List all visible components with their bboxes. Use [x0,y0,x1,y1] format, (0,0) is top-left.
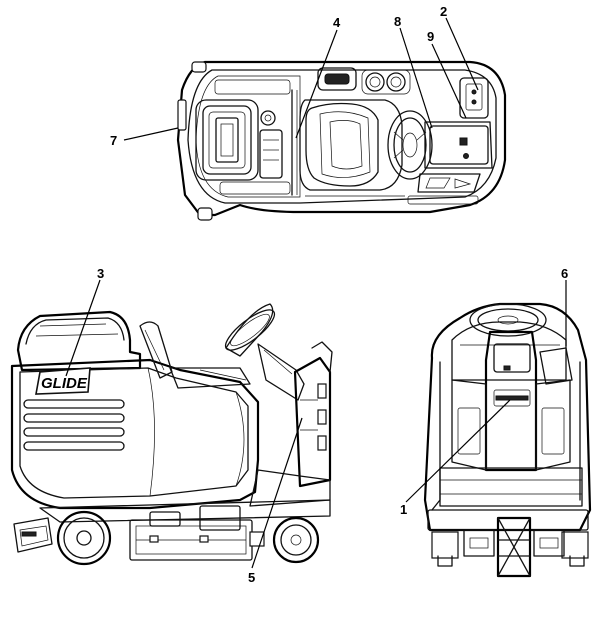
leader-5 [251,417,303,569]
leader-7 [123,127,179,141]
side-view: GLIDE [10,303,333,566]
callout-7: 7 [110,133,117,148]
logo-text: GLIDE [41,375,88,392]
leader-3 [65,279,101,377]
callout-labels: 7 4 8 9 2 3 6 1 5 [97,4,568,585]
callout-6: 6 [561,266,568,281]
callout-4: 4 [333,15,341,30]
front-view [423,302,592,578]
callout-1: 1 [400,502,407,517]
leader-4 [295,29,338,139]
callout-5: 5 [248,570,255,585]
leader-9 [431,43,467,119]
top-view [176,60,507,221]
callout-3: 3 [97,266,104,281]
leader-8 [399,27,433,129]
leader-2 [445,17,479,91]
callout-8: 8 [394,14,401,29]
callout-9: 9 [427,29,434,44]
glide-logo: GLIDE [35,367,91,395]
leader-lines [65,17,567,569]
leader-1 [405,399,511,503]
callout-2: 2 [440,4,447,19]
